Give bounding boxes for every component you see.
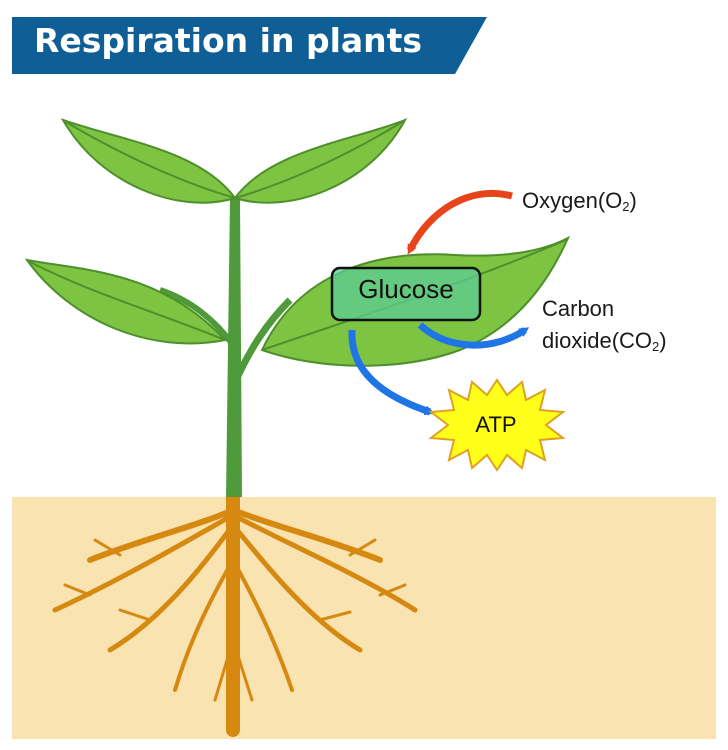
carbon-dioxide-label-line1: Carbon [542, 296, 615, 321]
atp-label: ATP [475, 412, 517, 437]
page-title: Respiration in plants [34, 21, 423, 60]
soil-layer [12, 497, 716, 739]
leaf-top-right [233, 118, 408, 204]
roots [52, 490, 418, 737]
glucose-label: Glucose [358, 274, 454, 304]
atp-starburst [428, 378, 566, 472]
atp-arrow [348, 329, 435, 416]
leaf-left [24, 258, 227, 345]
glucose-box [330, 266, 482, 322]
stem [159, 198, 293, 497]
title-banner [12, 17, 487, 74]
oxygen-arrow [406, 189, 513, 255]
leaf-top-left [60, 118, 237, 204]
oxygen-label: Oxygen(O2) [522, 188, 637, 214]
carbon-dioxide-label-line2: dioxide(CO2) [542, 328, 667, 354]
carbon-dioxide-arrow [417, 322, 530, 349]
